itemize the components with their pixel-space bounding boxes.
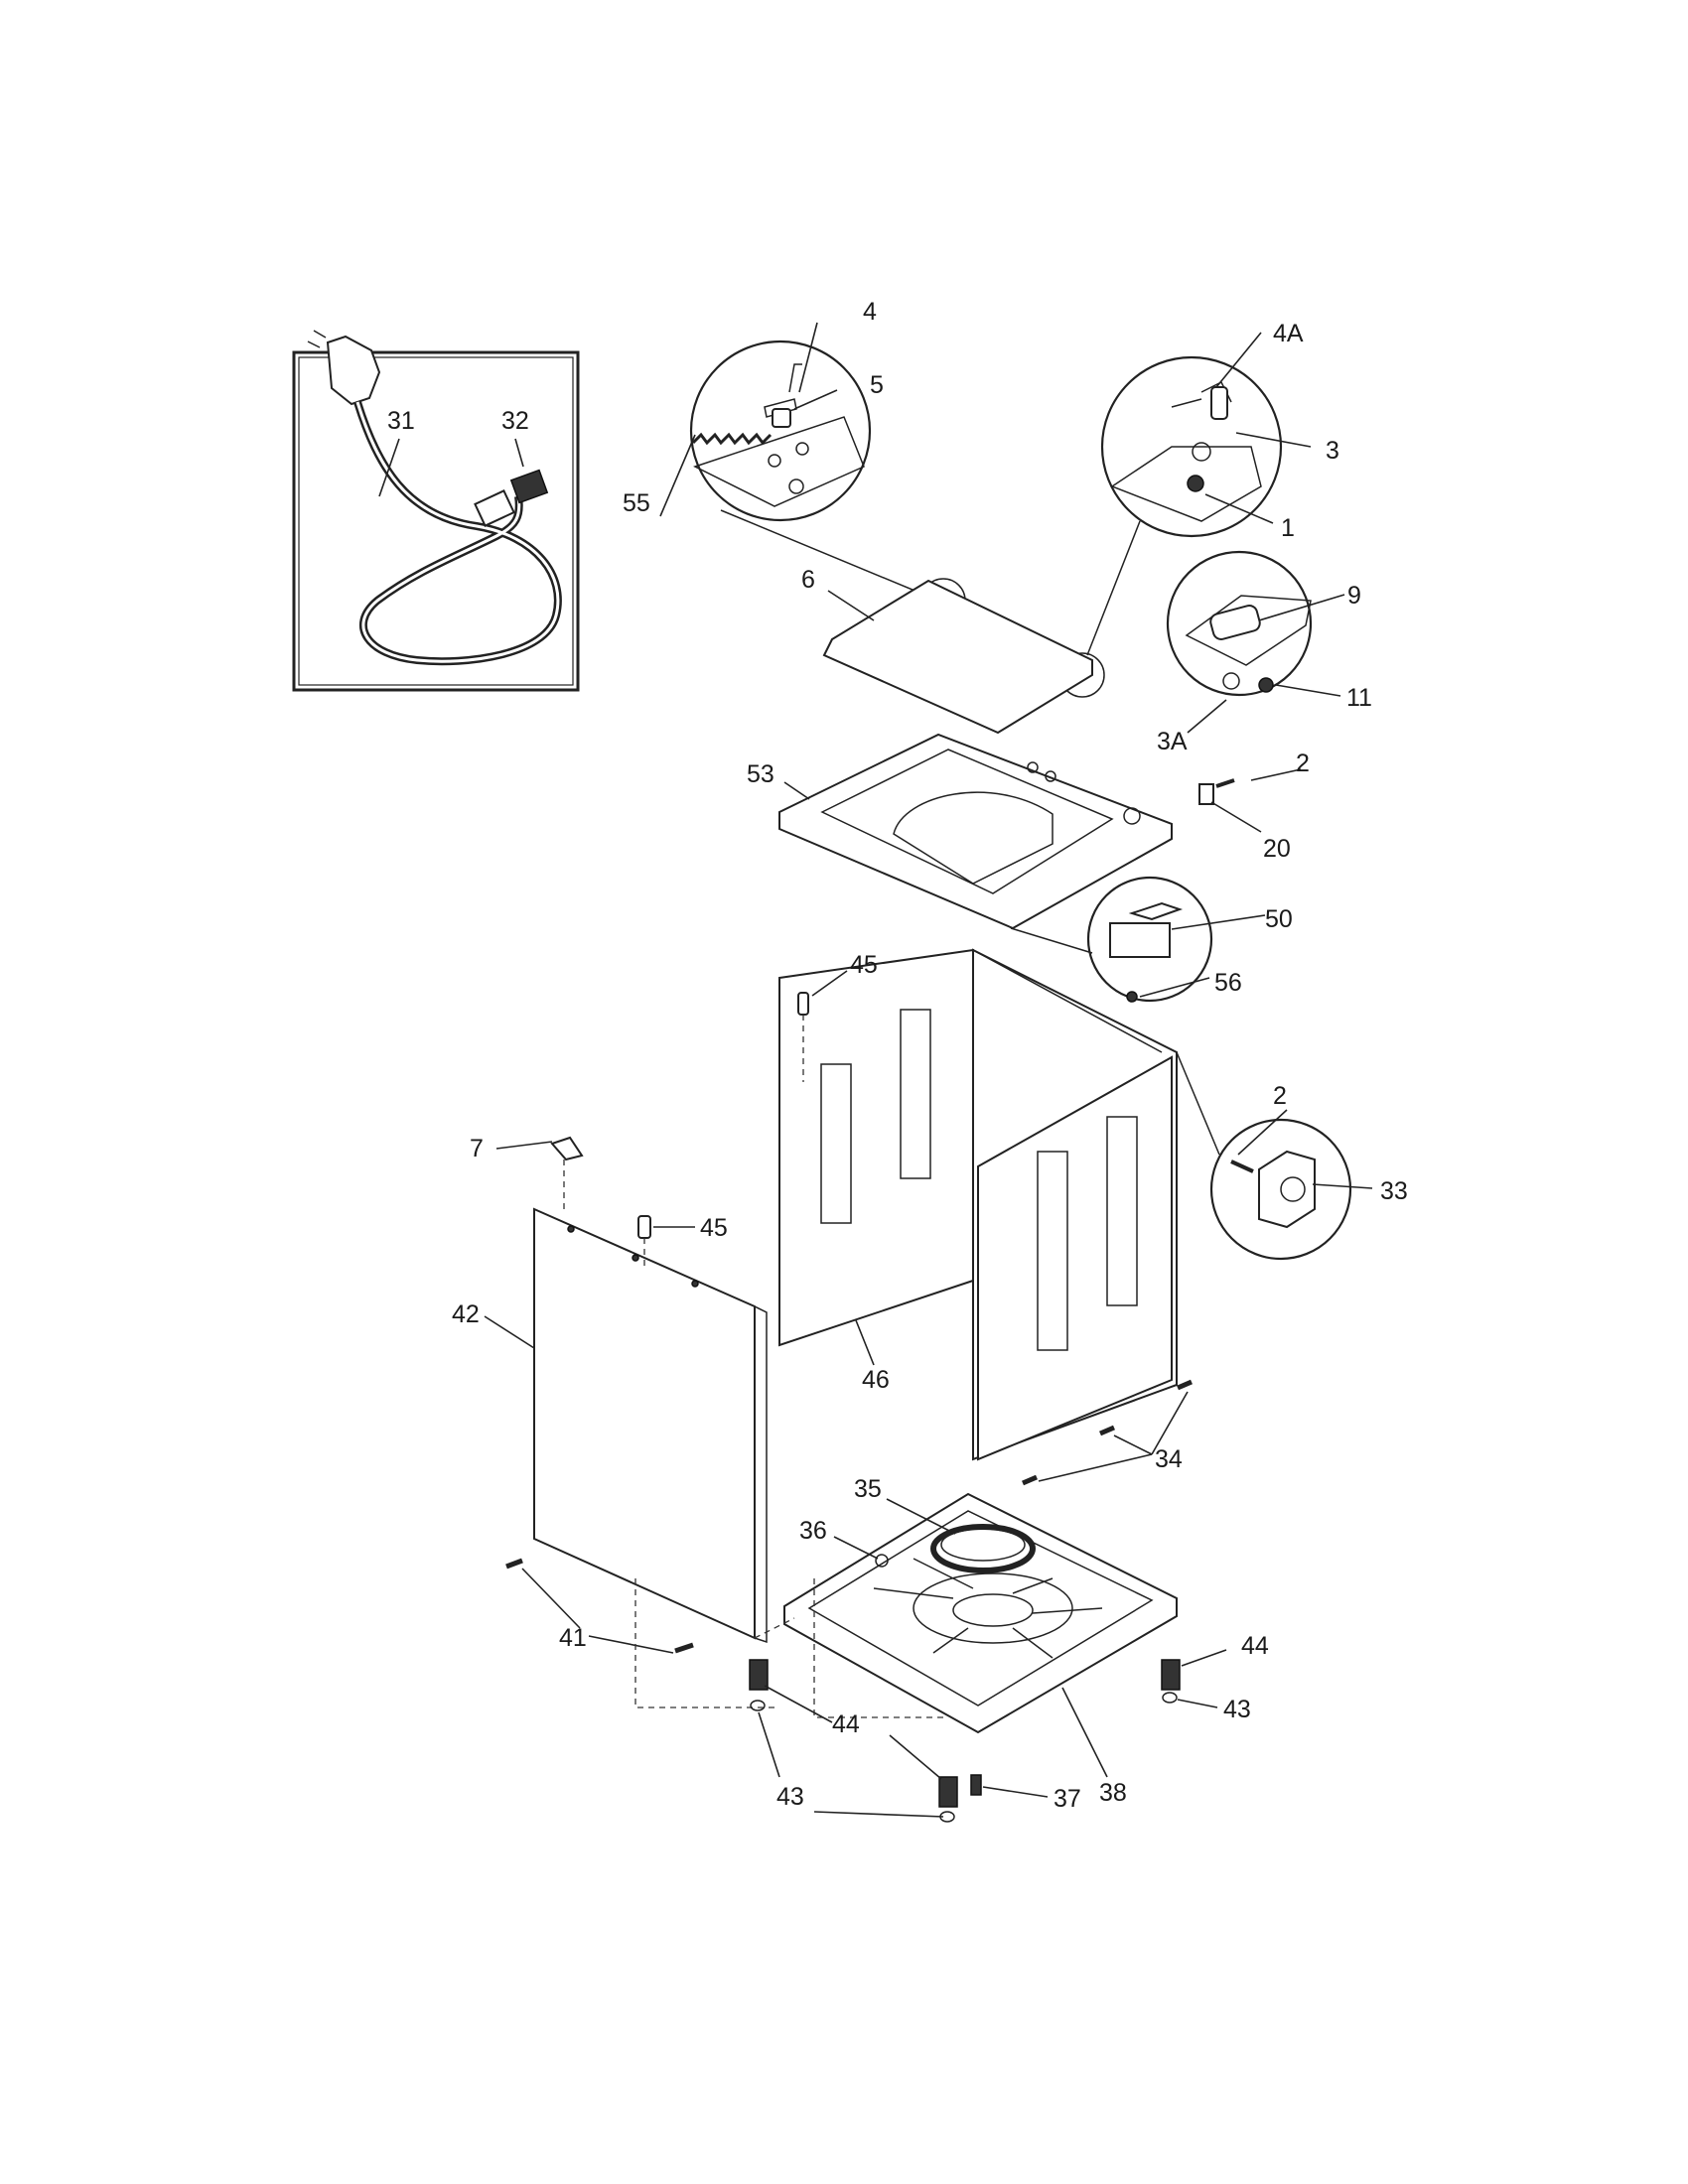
callout-36: 36 — [799, 1517, 827, 1545]
callout-41: 41 — [559, 1624, 587, 1652]
pin-part-45-lower: 45 — [637, 1214, 728, 1271]
callout-1: 1 — [1281, 514, 1295, 542]
detail-hinge-right: 4A 3 1 — [1059, 320, 1339, 698]
callout-31: 31 — [387, 407, 415, 435]
lid-part-6: 6 — [801, 566, 1093, 735]
callout-55: 55 — [623, 489, 650, 517]
callout-46: 46 — [862, 1366, 890, 1394]
callout-43-left: 43 — [776, 1783, 804, 1811]
callout-44-right: 44 — [1241, 1632, 1269, 1660]
callout-37: 37 — [1054, 1785, 1081, 1813]
callout-7: 7 — [470, 1135, 484, 1162]
detail-lid-bumper: 9 11 3A — [1157, 550, 1372, 755]
callout-35: 35 — [854, 1475, 882, 1503]
clip-part-36: 36 — [799, 1517, 889, 1568]
bracket-part-20: 2 20 — [1198, 750, 1310, 863]
base-part-38: 38 — [783, 1492, 1178, 1807]
callout-43-right: 43 — [1223, 1696, 1251, 1723]
screws-part-41: 41 — [505, 1558, 694, 1654]
callout-53: 53 — [747, 760, 774, 788]
alignment-lines — [634, 1578, 943, 1718]
power-cord-part-31 — [307, 330, 562, 666]
callout-3A: 3A — [1157, 728, 1188, 755]
nuts-part-43: 43 43 — [750, 1692, 1251, 1823]
clip-part-7: 7 — [470, 1135, 584, 1209]
callout-50: 50 — [1265, 905, 1293, 933]
callout-2-top: 2 — [1296, 750, 1310, 777]
callout-9: 9 — [1347, 582, 1361, 610]
callout-11: 11 — [1346, 684, 1372, 712]
callout-4A: 4A — [1273, 320, 1304, 347]
callout-3: 3 — [1326, 437, 1339, 465]
screws-part-34: 34 — [1022, 1379, 1193, 1486]
screw-part-37: 37 — [970, 1774, 1081, 1813]
spring-part-55: 55 — [623, 432, 773, 517]
front-panel-part-42: 42 — [452, 1207, 768, 1644]
pin-part-45-upper: 45 — [797, 951, 878, 1082]
callout-44-left: 44 — [832, 1710, 860, 1738]
callout-42: 42 — [452, 1300, 480, 1328]
callout-34: 34 — [1155, 1445, 1183, 1473]
top-part-53: 53 — [747, 733, 1173, 930]
cabinet-part-46: 46 — [778, 948, 1178, 1461]
detail-lid-switch: 50 56 — [1010, 876, 1293, 1003]
callout-33: 33 — [1380, 1177, 1408, 1205]
callout-38: 38 — [1099, 1779, 1127, 1807]
connector-part-32 — [509, 469, 549, 504]
callout-2-valve: 2 — [1273, 1082, 1287, 1110]
callout-45-upper: 45 — [850, 951, 878, 979]
callout-4: 4 — [863, 298, 877, 326]
callout-32: 32 — [501, 407, 529, 435]
callout-20: 20 — [1263, 835, 1291, 863]
detail-hinge-left: 4 5 — [689, 298, 966, 623]
detail-water-valve: 2 33 — [1176, 1051, 1408, 1261]
leveling-feet-part-44: 44 44 — [749, 1632, 1269, 1808]
callout-6: 6 — [801, 566, 815, 594]
callout-5: 5 — [870, 371, 884, 399]
pulley-part-35: 35 — [854, 1475, 1036, 1573]
callout-45-lower: 45 — [700, 1214, 728, 1242]
callout-56: 56 — [1214, 969, 1242, 997]
power-cord-inset: 31 32 — [292, 330, 580, 692]
